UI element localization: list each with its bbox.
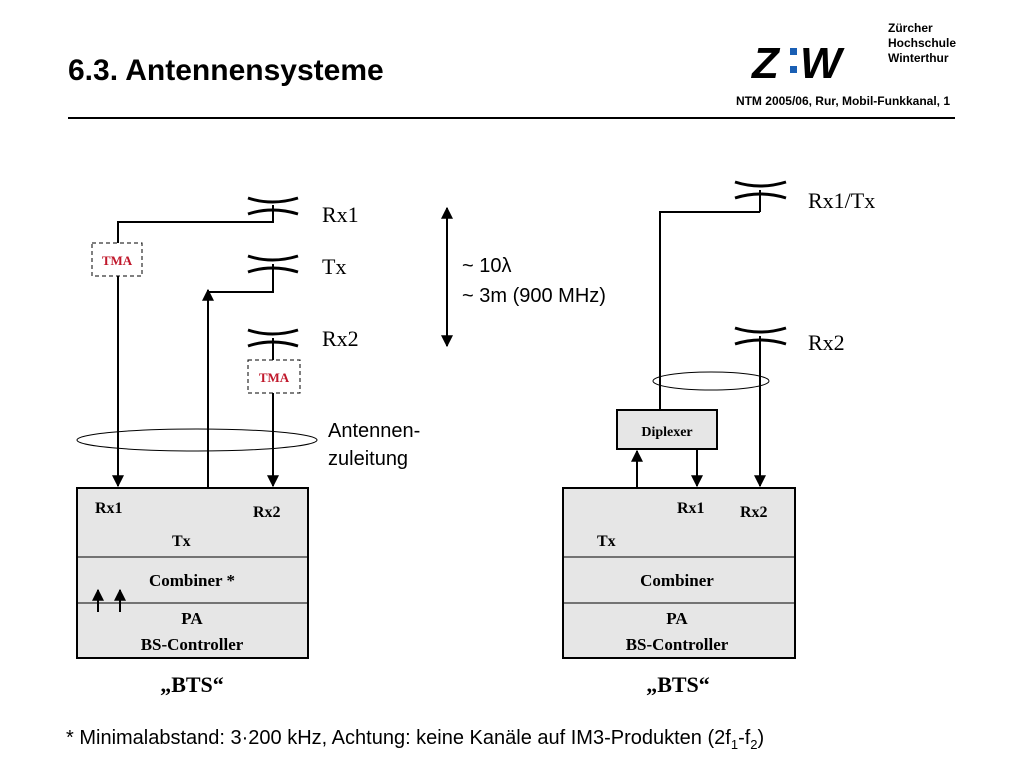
right-bts-pa: PA (666, 609, 688, 628)
tma-bottom-label: TMA (259, 370, 290, 385)
antenna-rx1-icon (247, 196, 299, 216)
slide-subtitle: NTM 2005/06, Rur, Mobil-Funkkanal, 1 (736, 94, 950, 108)
right-bts-combiner: Combiner (640, 571, 714, 590)
left-bts-tx: Tx (172, 533, 191, 550)
feeder-tx (207, 272, 274, 540)
right-bts-caption: „BTS“ (646, 672, 710, 697)
logo-dot-bottom (790, 66, 797, 73)
tma-top-box (91, 242, 143, 277)
left-bts-box (76, 487, 309, 659)
right-antenna-system: Rx1/Tx Rx2 Diplexer Rx1 Rx2 Tx Combiner (562, 180, 875, 697)
left-bts-controller: BS-Controller (141, 635, 244, 654)
feeder-label-line1: Antennen- (328, 420, 420, 442)
spacing-label-2: ~ 3m (900 MHz) (462, 285, 606, 307)
feeder-label-line2: zuleitung (328, 448, 408, 470)
right-bts-tx: Tx (597, 533, 616, 550)
right-feeder-ellipse (652, 371, 770, 391)
right-bts-rx2: Rx2 (740, 504, 768, 521)
right-bts-box (562, 487, 796, 659)
antenna-label-right-rx2: Rx2 (808, 330, 845, 355)
right-bts-rx1: Rx1 (677, 500, 705, 517)
logo-line2: Hochschule (888, 36, 956, 50)
right-bts-controller: BS-Controller (626, 635, 729, 654)
antenna-tx-icon (247, 254, 299, 274)
logo-line1: Zürcher (888, 21, 933, 35)
antenna-label-rx1tx: Rx1/Tx (808, 188, 875, 213)
feeder-bundle-ellipse (76, 428, 318, 452)
logo-mark: Z (750, 39, 781, 88)
left-bts-rx2: Rx2 (253, 504, 281, 521)
antenna-label-rx2: Rx2 (322, 326, 359, 351)
antenna-right-rx2-icon (734, 326, 787, 346)
left-bts-rx1: Rx1 (95, 500, 123, 517)
tma-top-label: TMA (102, 253, 133, 268)
svg-text:W: W (800, 39, 845, 88)
left-bts-caption: „BTS“ (160, 672, 224, 697)
antenna-rx2-icon (247, 328, 299, 360)
footnote: * Minimalabstand: 3·200 kHz, Achtung: ke… (66, 727, 764, 752)
zhw-logo: Z W Zürcher Hochschule Winterthur (750, 21, 956, 88)
logo-dot-top (790, 48, 797, 55)
diplexer-label: Diplexer (641, 425, 692, 440)
page-title: 6.3. Antennensysteme (68, 54, 384, 87)
left-bts-pa: PA (181, 609, 203, 628)
diplexer-box (616, 409, 718, 450)
spacing-label-1: ~ 10λ (462, 255, 511, 277)
antenna-label-tx: Tx (322, 254, 346, 279)
logo-line3: Winterthur (888, 51, 949, 65)
antenna-label-rx1: Rx1 (322, 202, 359, 227)
antenna-rx1tx-icon (734, 180, 787, 212)
tma-bottom-box (247, 359, 301, 394)
left-bts-combiner: Combiner * (149, 571, 235, 590)
feeder-rx1tx (659, 211, 760, 410)
left-antenna-system: Rx1 Tx Rx2 TMA TMA Antennen- zuleitung (76, 196, 606, 697)
feeder-rx1-upper (117, 212, 274, 243)
